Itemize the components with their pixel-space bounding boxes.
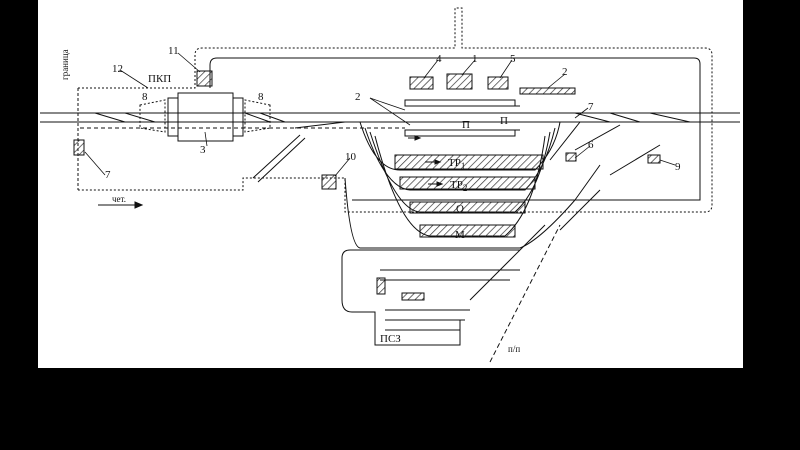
building-9	[647, 154, 661, 164]
exit-crossovers	[549, 112, 691, 161]
track-o-label: О	[456, 203, 464, 215]
building-10	[321, 174, 337, 190]
label-6: 6	[588, 139, 594, 151]
label-1: 1	[472, 53, 478, 65]
border-label: граница	[60, 49, 70, 80]
label-7-left: 7	[105, 169, 111, 181]
platform-p2	[404, 129, 516, 137]
label-5: 5	[510, 53, 516, 65]
station-outline-inner	[209, 57, 701, 201]
psz-label: ПСЗ	[380, 333, 401, 345]
building-5	[487, 76, 509, 90]
lower-yard-tracks	[380, 224, 546, 331]
label-9: 9	[675, 161, 681, 173]
building-11	[196, 70, 213, 87]
lower-block	[401, 292, 425, 301]
platform-p1	[404, 99, 516, 107]
border-crossovers	[94, 112, 286, 123]
label-12: 12	[112, 63, 123, 75]
lower-yard-outline	[341, 249, 520, 346]
np-line	[489, 224, 561, 363]
fan-tracks	[359, 121, 561, 237]
lower-building	[376, 277, 386, 295]
label-2-right: 2	[562, 66, 568, 78]
track-m-label: М	[455, 229, 465, 241]
branch-right	[559, 124, 621, 231]
label-3: 3	[200, 144, 206, 156]
np-label: п/п	[508, 344, 520, 354]
direction-label: чет.	[112, 194, 126, 204]
label-10: 10	[345, 151, 357, 163]
label-2-left: 2	[355, 91, 361, 103]
track-p2-label: П	[500, 115, 508, 127]
station-outline	[78, 7, 713, 213]
label-7-right: 7	[588, 101, 594, 113]
label-11: 11	[168, 45, 179, 57]
hatched-tr2	[399, 176, 536, 190]
building-6	[565, 152, 577, 162]
pkp-label: ПКП	[148, 73, 171, 85]
hatched-o	[409, 201, 526, 214]
building-7-left	[73, 139, 85, 156]
building-2-platform	[519, 87, 576, 95]
label-8-right: 8	[258, 91, 264, 103]
building-4	[409, 76, 434, 90]
track-tr2-label: ТР2	[450, 179, 467, 193]
label-4: 4	[436, 53, 442, 65]
track-tr1-label: ТР1	[448, 157, 465, 171]
track-p1-label: П	[462, 119, 470, 131]
label-8-left: 8	[142, 91, 148, 103]
hatched-tr1	[394, 154, 544, 170]
building-1	[446, 73, 473, 90]
hatched-m	[419, 224, 516, 238]
fan-outer	[344, 164, 601, 249]
